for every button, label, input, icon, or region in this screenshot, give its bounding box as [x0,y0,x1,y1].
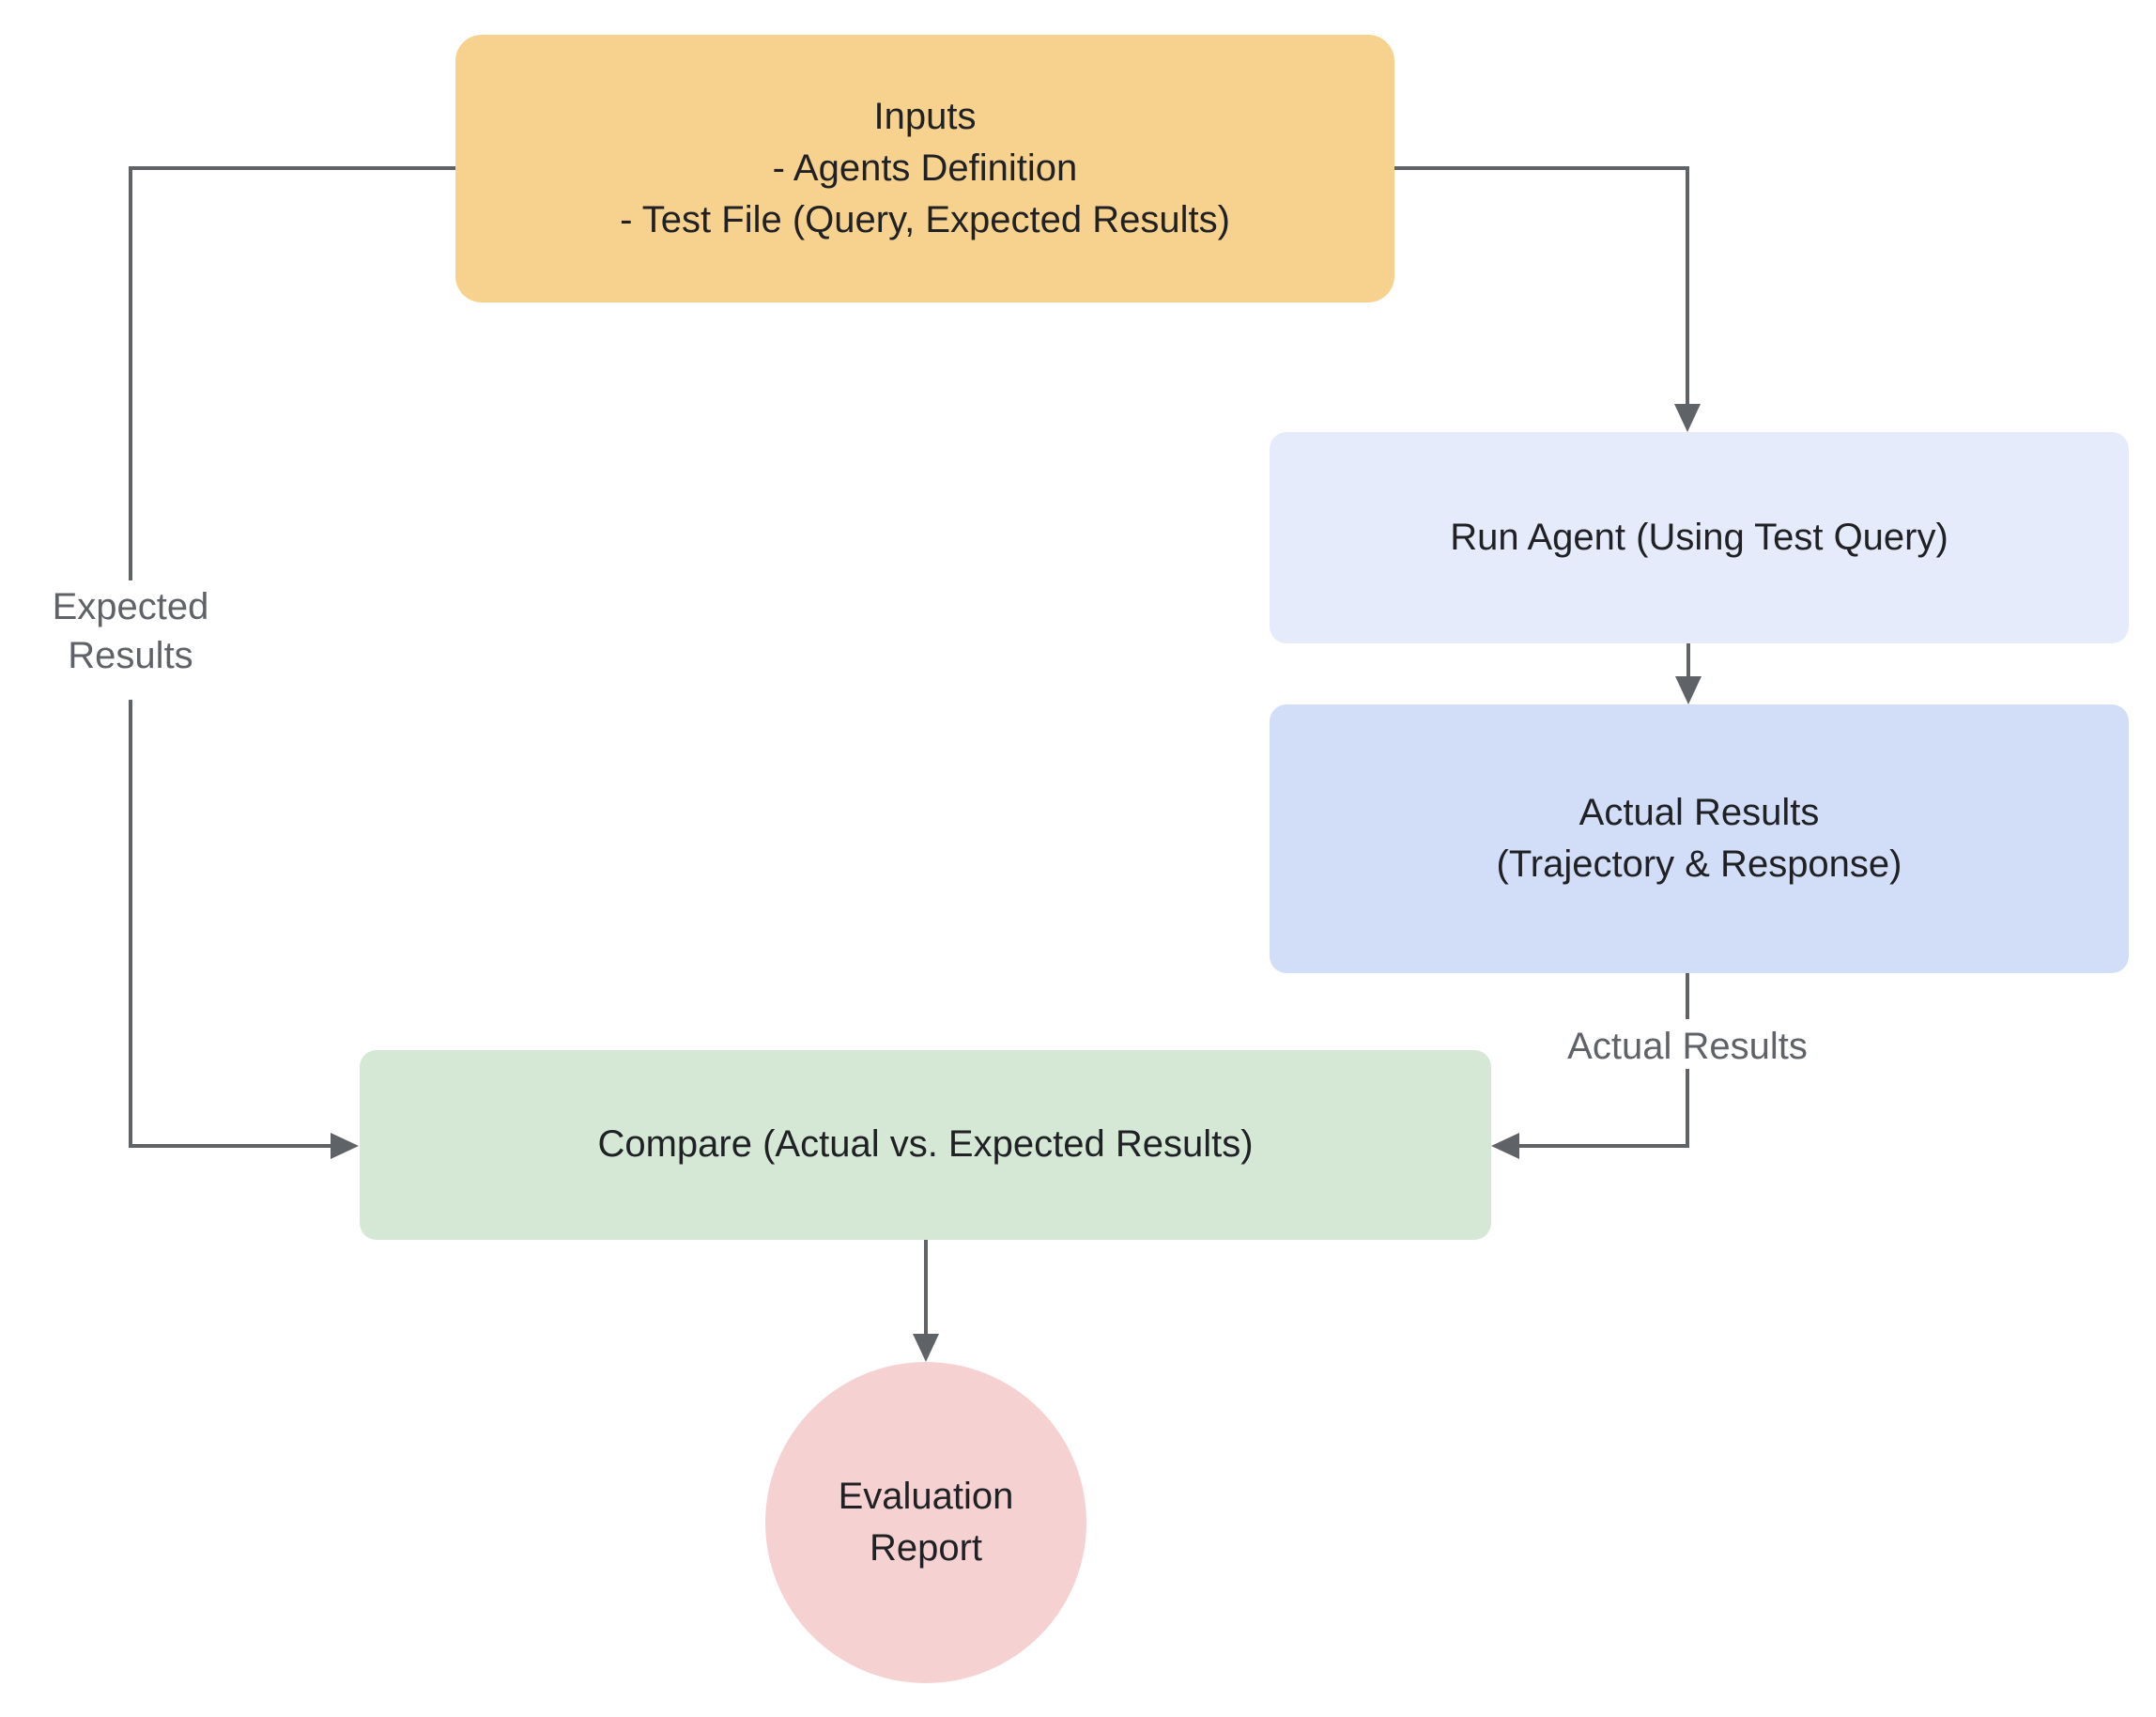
edge-inputs-to-compare-line-vertical-lower [129,700,132,1148]
edge-actual-results-to-compare-line-vertical-lower [1686,1069,1689,1148]
edge-inputs-to-run-agent-arrowhead-down [1674,404,1701,432]
edge-inputs-to-compare-arrowhead-right [331,1133,359,1159]
node-inputs[interactable]: Inputs - Agents Definition - Test File (… [455,35,1394,302]
edge-label-expected-results: Expected Results [52,586,209,676]
edge-compare-to-evaluation-report-arrowhead-down [913,1334,939,1362]
node-evaluation-report[interactable]: Evaluation Report [765,1362,1086,1683]
node-run-agent[interactable]: Run Agent (Using Test Query) [1270,432,2129,643]
node-compare[interactable]: Compare (Actual vs. Expected Results) [360,1050,1491,1240]
node-evaluation-report-label: Evaluation Report [838,1475,1014,1569]
edge-run-agent-to-actual-results-arrowhead-down [1675,676,1702,704]
edge-label-actual-results: Actual Results [1567,1026,1808,1067]
edge-compare-to-evaluation-report-line-vertical [924,1240,928,1336]
edge-inputs-to-run-agent-line-horizontal [1394,166,1689,170]
edge-inputs-to-compare-line-vertical-upper [129,166,132,580]
edge-inputs-to-compare-line-horizontal-bottom [129,1144,331,1148]
edge-actual-results-to-compare-arrowhead-left [1491,1133,1519,1159]
edge-inputs-to-compare-line-horizontal-top [129,166,455,170]
node-actual-results[interactable]: Actual Results (Trajectory & Response) [1270,704,2129,973]
edge-actual-results-to-compare-line-vertical-upper [1686,973,1689,1019]
node-actual-results-label: Actual Results (Trajectory & Response) [1496,791,1902,885]
edge-actual-results-to-compare-line-horizontal [1519,1144,1689,1148]
node-compare-label: Compare (Actual vs. Expected Results) [597,1123,1254,1166]
node-run-agent-label: Run Agent (Using Test Query) [1450,516,1948,558]
edge-run-agent-to-actual-results-line-vertical [1686,643,1690,677]
node-inputs-label: Inputs - Agents Definition - Test File (… [620,95,1230,241]
edge-inputs-to-run-agent-line-vertical [1686,166,1689,405]
